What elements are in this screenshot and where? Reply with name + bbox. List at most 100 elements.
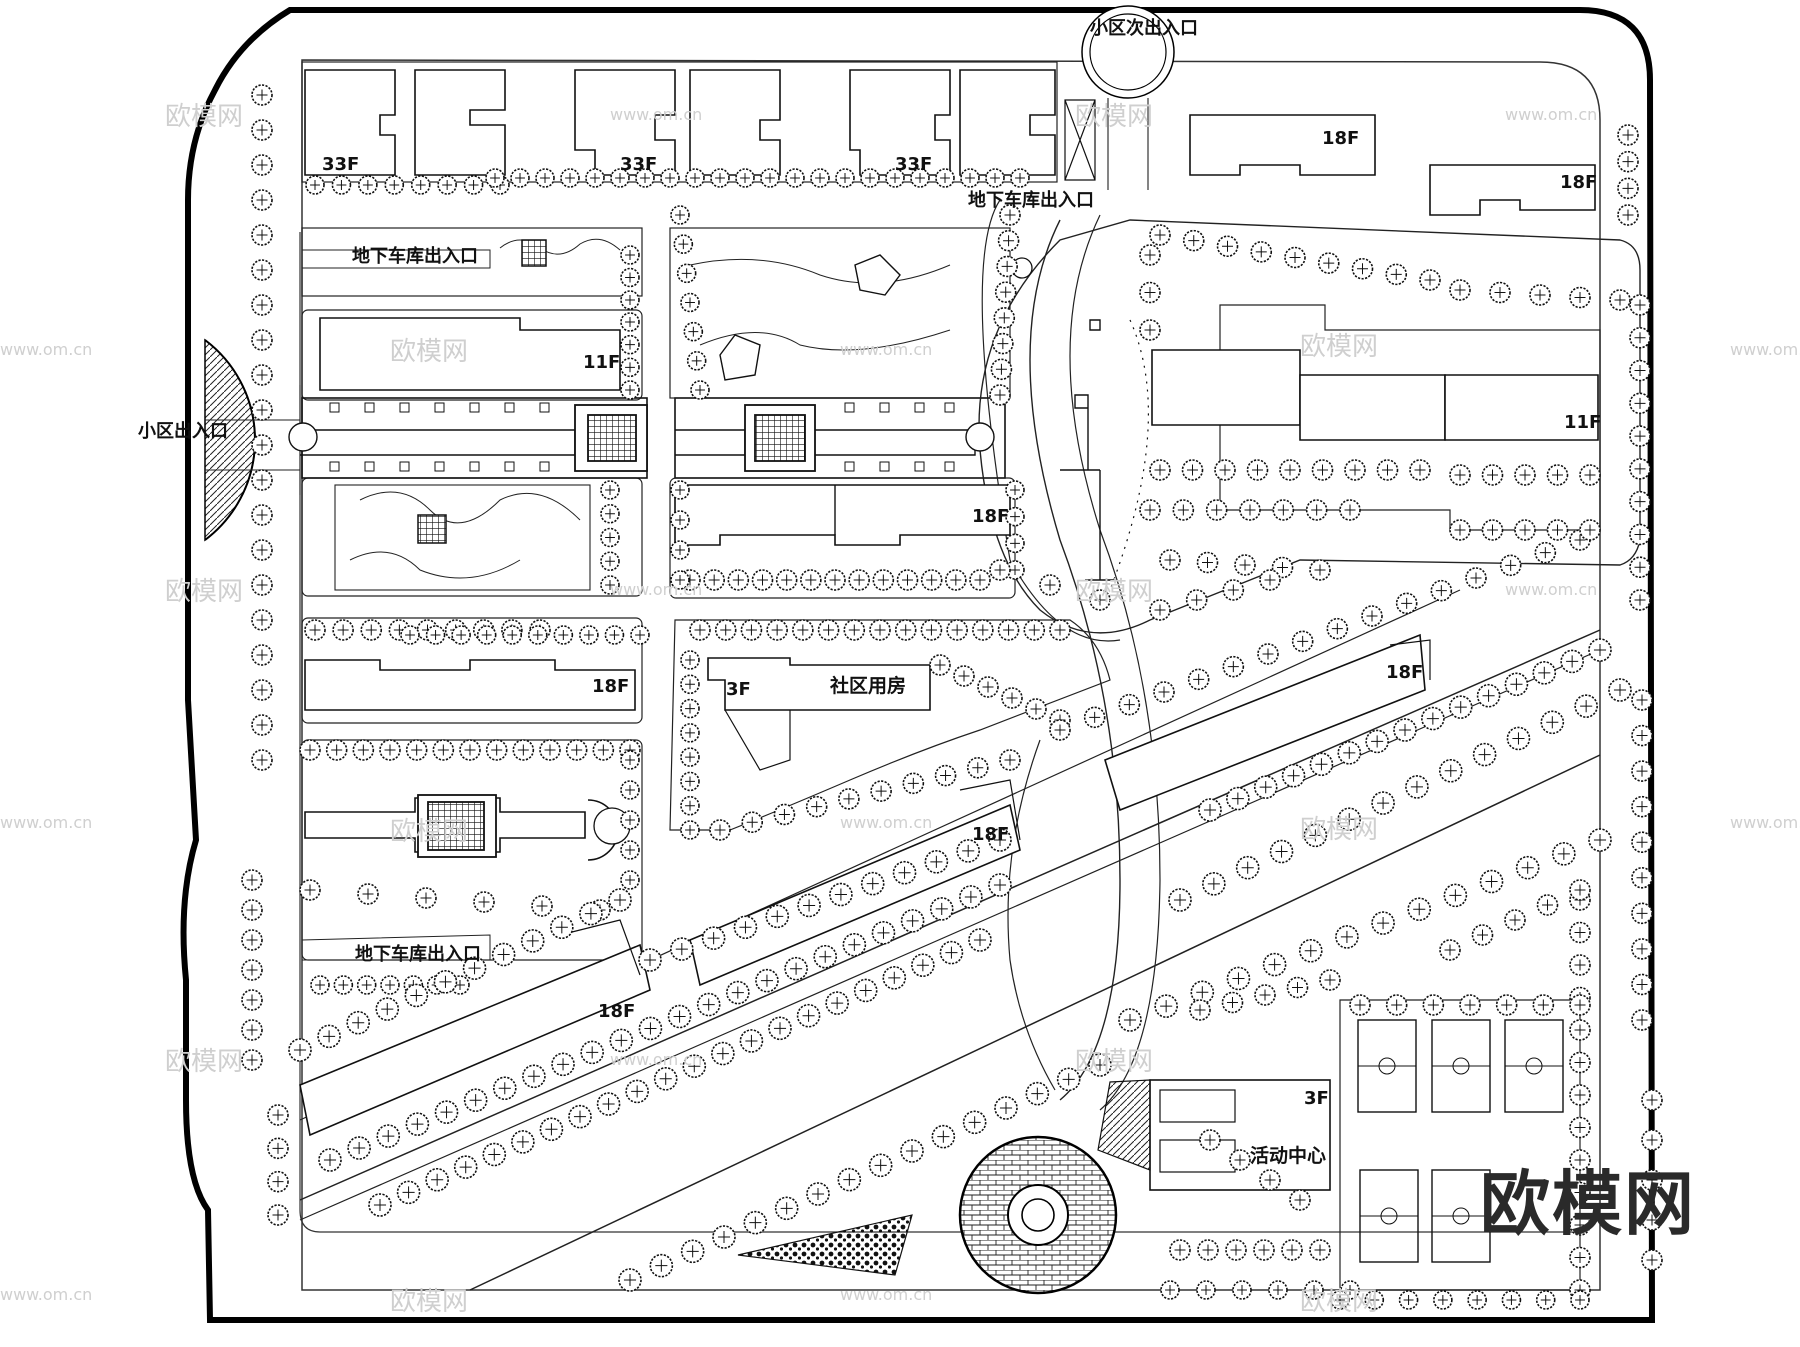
floor-label: 3F [1304, 1088, 1329, 1109]
tree-icon [1504, 909, 1526, 931]
west-gardens [334, 238, 621, 591]
tree-icon [1569, 921, 1591, 944]
tree-icon [1010, 168, 1030, 188]
watermark-url-text: www.om.cn [610, 105, 702, 124]
tree-icon [352, 739, 375, 761]
tree-icon [1289, 1189, 1311, 1211]
tree-icon [1139, 244, 1161, 266]
tree-icon [304, 619, 326, 641]
tree-icon [1629, 589, 1651, 611]
tree-icon [1471, 924, 1494, 946]
tree-icon [485, 739, 508, 761]
tree-icon [600, 503, 620, 524]
sports-courts [1339, 999, 1581, 1291]
tree-icon [241, 1019, 263, 1041]
tree-icon [870, 780, 892, 802]
tree-icon [463, 175, 484, 195]
floor-label: 18F [1322, 128, 1359, 149]
tree-icon [1001, 687, 1023, 709]
tree-icon [972, 619, 994, 641]
tree-icon [1631, 902, 1653, 925]
tree-icon [1569, 1084, 1591, 1106]
watermark-url-text: www.om.cn [840, 813, 932, 832]
watermark-site-text: 欧模网 [390, 817, 468, 847]
tree-icon [1172, 499, 1195, 521]
tree-icon [680, 723, 700, 743]
tree-icon [683, 321, 704, 342]
tree-icon [797, 893, 821, 918]
tree-icon [1569, 994, 1591, 1016]
tree-icon [1153, 681, 1175, 703]
community-house-label: 社区用房 [829, 674, 906, 697]
tree-icon [1335, 925, 1359, 949]
tree-icon [251, 749, 273, 771]
tree-icon [462, 956, 487, 980]
tree-icon [1499, 554, 1522, 577]
tree-icon [539, 1117, 564, 1142]
tree-icon [325, 739, 348, 761]
tree-icon [773, 803, 796, 826]
tree-icon [703, 569, 725, 591]
tree-icon [1421, 706, 1445, 731]
tree-icon [459, 739, 481, 761]
tree-icon [251, 504, 273, 526]
tree-icon [596, 1092, 621, 1116]
watermark-site-text: 欧模网 [165, 1047, 243, 1077]
tree-icon [966, 756, 989, 779]
tree-icon [1139, 319, 1161, 341]
tree-icon [620, 245, 640, 265]
tree-icon [1250, 241, 1273, 263]
tree-icon [520, 929, 545, 953]
tree-icon [1049, 719, 1071, 741]
tree-icon [1515, 855, 1540, 880]
tree-icon [1448, 695, 1473, 719]
tree-icon [568, 1104, 592, 1129]
tree-icon [512, 739, 535, 761]
tree-icon [1139, 281, 1161, 304]
watermark-site-text: 欧模网 [390, 1287, 468, 1317]
tree-icon [318, 1148, 342, 1172]
tree-icon [1535, 1290, 1556, 1310]
tree-icon [1268, 1280, 1288, 1300]
tree-icon [1246, 459, 1269, 481]
tree-icon [241, 899, 263, 921]
tree-icon [931, 1124, 956, 1149]
tree-icon [670, 570, 690, 590]
tree-icon [939, 940, 964, 965]
tree-icon [331, 175, 352, 195]
tree-icon [579, 901, 603, 926]
tree-icon [670, 540, 690, 560]
activity-center-label: 活动中心 [1250, 1144, 1326, 1167]
tree-icon [1588, 638, 1612, 662]
tree-icon [585, 168, 605, 188]
tree-icon [1629, 556, 1651, 579]
tree-icon [1234, 554, 1256, 576]
floor-label: 18F [972, 506, 1009, 527]
tree-icon [835, 168, 855, 188]
tree-icon [1025, 698, 1047, 720]
tree-icon [1514, 519, 1536, 541]
tree-icon [1309, 559, 1331, 581]
tree-icon [1139, 499, 1161, 521]
tree-icon [299, 739, 321, 761]
tree-icon [985, 168, 1005, 188]
tree-icon [638, 1016, 663, 1041]
tree-icon [432, 739, 455, 761]
watermark-layer: 欧模网 欧模网 欧模网 欧模网 欧模网 欧模网 欧模网 欧模网 欧模网 欧模网 … [0, 102, 1800, 1317]
center-north-park [669, 227, 1011, 399]
watermark-url-text: www.om.cn [1505, 580, 1597, 599]
tree-icon [1168, 888, 1192, 912]
tree-icon [882, 966, 907, 990]
tree-icon [1254, 984, 1276, 1006]
watermark-site-text: 欧模网 [165, 577, 243, 607]
tree-icon [1222, 579, 1245, 601]
tree-icon [1569, 286, 1591, 309]
tree-icon [946, 619, 968, 641]
tree-icon [539, 739, 561, 761]
tree-icon [357, 883, 379, 905]
tree-icon [1569, 1214, 1591, 1236]
tree-icon [680, 747, 700, 767]
tree-icon [1259, 569, 1281, 591]
tree-icon [1449, 464, 1471, 486]
tree-icon [1005, 560, 1025, 580]
